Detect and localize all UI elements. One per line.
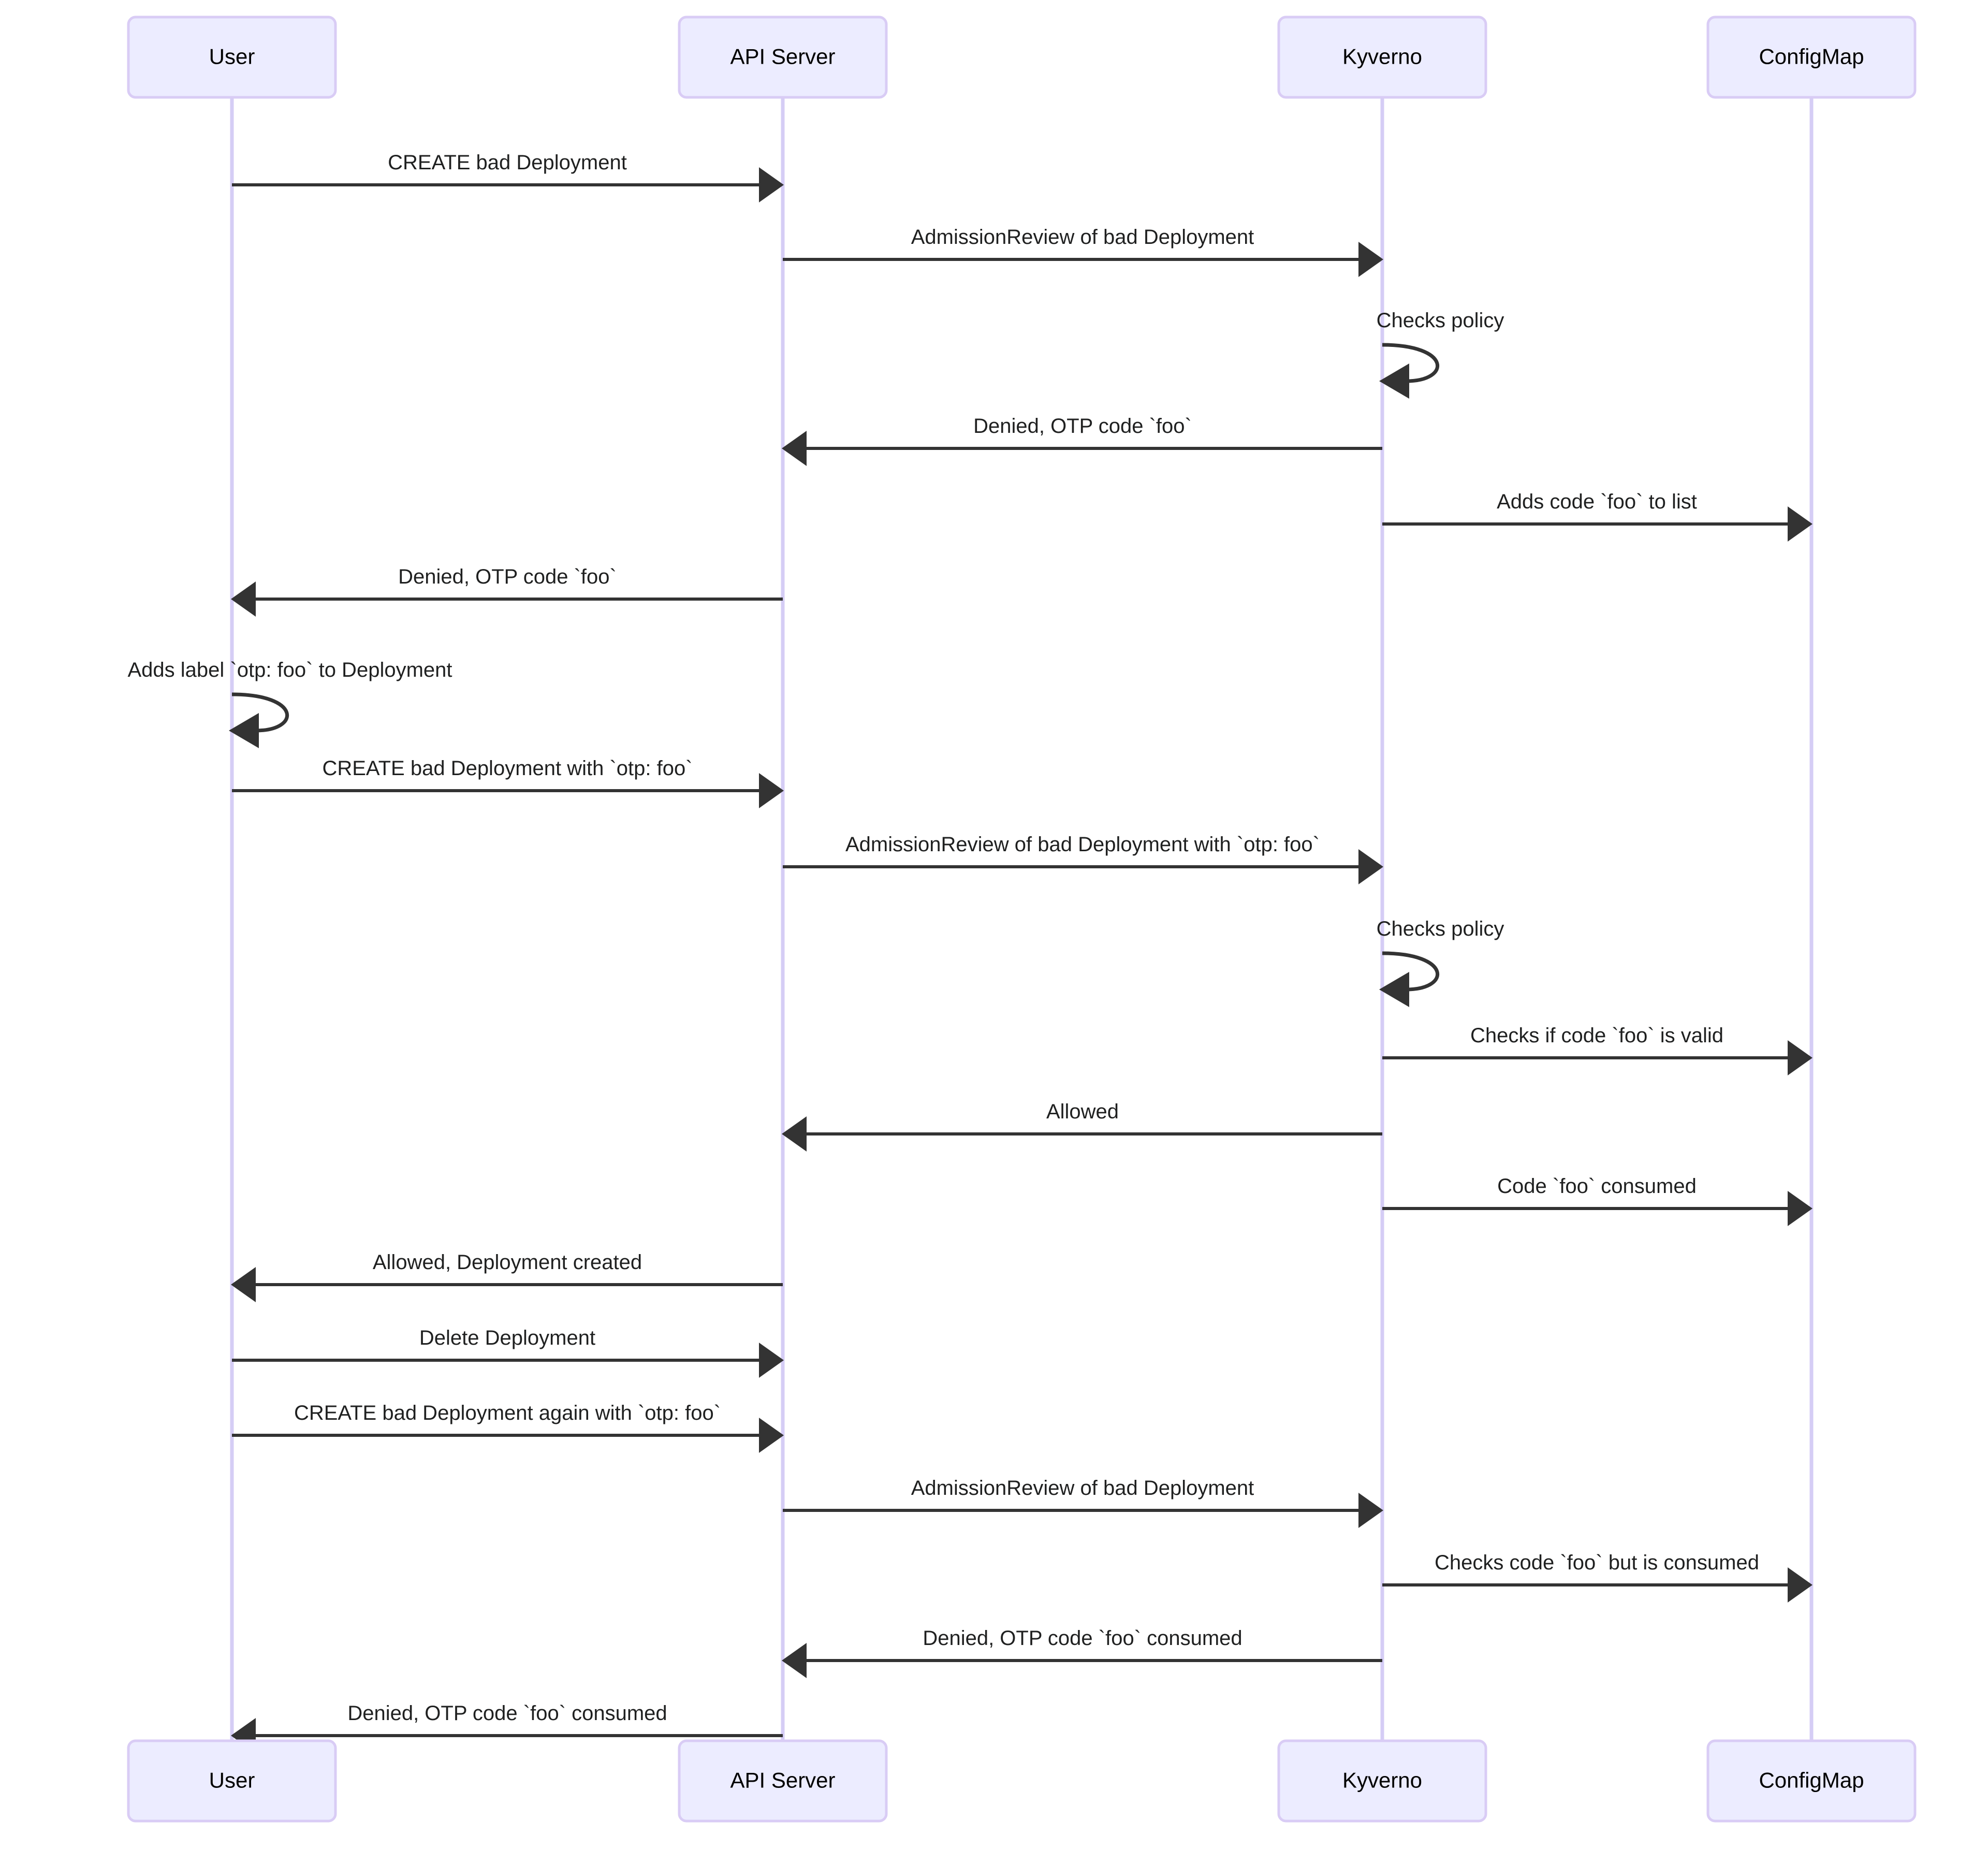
actor-apiserver-bottom[interactable]: API Server [678,1739,888,1823]
message-label-4: Denied, OTP code `foo` [973,415,1192,438]
message-label-1: CREATE bad Deployment [388,151,627,174]
message-5[interactable]: Adds code `foo` to list [1382,490,1812,542]
arrow-head-17 [1358,1493,1383,1528]
actor-label-user-bottom: User [209,1768,255,1793]
actor-box-configmap-bottom [1706,1739,1917,1823]
actor-box-kyverno-bottom [1277,1739,1487,1823]
message-label-3: Checks policy [1377,309,1504,332]
message-label-20: Denied, OTP code `foo` consumed [347,1702,667,1725]
message-14[interactable]: Allowed, Deployment created [231,1251,783,1302]
actor-user-top[interactable]: User [127,16,337,99]
actor-box-configmap-top [1706,16,1917,99]
actor-label-configmap-top: ConfigMap [1759,45,1864,69]
message-20[interactable]: Denied, OTP code `foo` consumed [231,1702,783,1753]
actor-configmap-top[interactable]: ConfigMap [1706,16,1917,99]
message-label-9: AdmissionReview of bad Deployment with `… [845,833,1320,856]
arrow-head-16 [759,1418,784,1453]
message-label-16: CREATE bad Deployment again with `otp: f… [294,1402,721,1424]
message-label-17: AdmissionReview of bad Deployment [911,1477,1254,1499]
message-label-11: Checks if code `foo` is valid [1470,1024,1723,1047]
message-label-6: Denied, OTP code `foo` [398,565,617,588]
actors-bottom-layer: User API Server Kyverno ConfigMap [127,1739,1917,1823]
arrow-head-1 [759,167,784,202]
actor-label-kyverno-top: Kyverno [1342,45,1422,69]
message-8[interactable]: CREATE bad Deployment with `otp: foo` [232,757,784,808]
message-17[interactable]: AdmissionReview of bad Deployment [783,1477,1383,1528]
actor-box-apiserver-top [678,16,888,99]
message-11[interactable]: Checks if code `foo` is valid [1382,1024,1812,1075]
message-18[interactable]: Checks code `foo` but is consumed [1382,1551,1812,1603]
actor-label-kyverno-bottom: Kyverno [1342,1768,1422,1793]
message-label-12: Allowed [1046,1100,1119,1123]
actor-label-apiserver-bottom: API Server [730,1768,835,1793]
actor-kyverno-top[interactable]: Kyverno [1277,16,1487,99]
message-label-18: Checks code `foo` but is consumed [1435,1551,1759,1574]
actor-apiserver-top[interactable]: API Server [678,16,888,99]
lifelines-layer [230,97,1814,1741]
actor-label-configmap-bottom: ConfigMap [1759,1768,1864,1793]
actor-kyverno-bottom[interactable]: Kyverno [1277,1739,1487,1823]
message-9[interactable]: AdmissionReview of bad Deployment with `… [783,833,1383,884]
message-4[interactable]: Denied, OTP code `foo` [782,415,1382,466]
message-1[interactable]: CREATE bad Deployment [232,151,784,202]
message-16[interactable]: CREATE bad Deployment again with `otp: f… [232,1402,784,1453]
arrow-head-19 [782,1643,807,1678]
message-label-15: Delete Deployment [419,1327,595,1349]
message-label-2: AdmissionReview of bad Deployment [911,226,1254,249]
arrow-head-11 [1788,1040,1812,1075]
arrow-head-12 [782,1116,807,1152]
message-15[interactable]: Delete Deployment [232,1327,784,1378]
actor-box-user-bottom [127,1739,337,1823]
message-19[interactable]: Denied, OTP code `foo` consumed [782,1627,1382,1678]
self-loop-path-7 [231,692,289,733]
message-label-13: Code `foo` consumed [1497,1175,1697,1198]
actors-top-layer: User API Server Kyverno ConfigMap [127,16,1917,99]
message-3[interactable]: Checks policy [1377,309,1504,399]
arrow-head-10 [1379,972,1409,1007]
actor-box-apiserver-bottom [678,1739,888,1823]
self-loop-path-10 [1382,951,1440,992]
arrow-head-13 [1788,1191,1812,1226]
arrow-head-8 [759,773,784,808]
arrow-head-9 [1358,849,1383,884]
message-label-8: CREATE bad Deployment with `otp: foo` [322,757,692,780]
message-13[interactable]: Code `foo` consumed [1382,1175,1812,1226]
message-label-10: Checks policy [1377,918,1504,940]
message-label-14: Allowed, Deployment created [373,1251,642,1274]
message-label-7: Adds label `otp: foo` to Deployment [127,659,452,681]
message-label-19: Denied, OTP code `foo` consumed [923,1627,1242,1650]
message-10[interactable]: Checks policy [1377,918,1504,1007]
actor-box-user-top [127,16,337,99]
actor-label-apiserver-top: API Server [730,45,835,69]
message-2[interactable]: AdmissionReview of bad Deployment [783,226,1383,277]
self-loop-path-3 [1382,343,1440,383]
arrow-head-2 [1358,242,1383,277]
arrow-head-14 [231,1267,256,1302]
actor-user-bottom[interactable]: User [127,1739,337,1823]
arrow-head-6 [231,581,256,617]
message-label-5: Adds code `foo` to list [1497,490,1697,513]
message-7[interactable]: Adds label `otp: foo` to Deployment [127,659,452,748]
message-12[interactable]: Allowed [782,1100,1382,1152]
arrow-head-18 [1788,1567,1812,1603]
actor-label-user-top: User [209,45,255,69]
arrow-head-4 [782,431,807,466]
arrow-head-5 [1788,506,1812,542]
actor-box-kyverno-top [1277,16,1487,99]
arrow-head-3 [1379,363,1409,399]
message-6[interactable]: Denied, OTP code `foo` [231,565,783,617]
actor-configmap-bottom[interactable]: ConfigMap [1706,1739,1917,1823]
arrow-head-15 [759,1343,784,1378]
arrow-head-7 [229,713,259,748]
